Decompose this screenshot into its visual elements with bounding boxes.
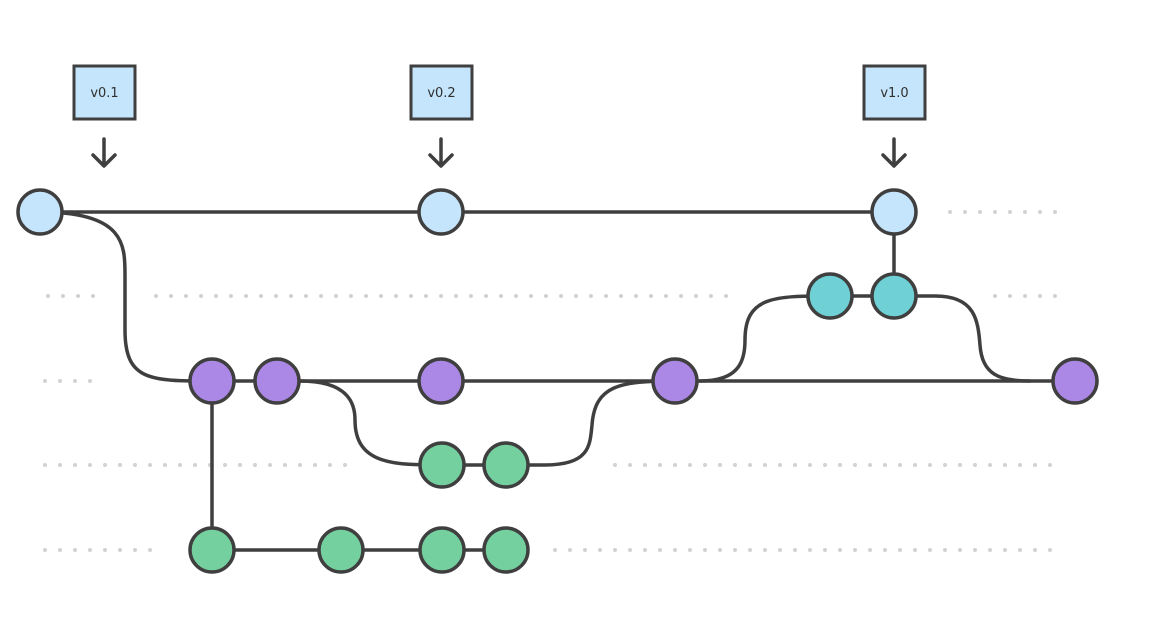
feature1-commit-1 <box>418 441 466 489</box>
tag-box <box>862 64 927 121</box>
develop-commit-2 <box>253 357 301 405</box>
master-commit-1 <box>16 188 64 236</box>
feature2-commit-1 <box>188 526 236 574</box>
develop-commit-1 <box>188 357 236 405</box>
master-commit-3 <box>870 188 918 236</box>
tag-v0-2: v0.2 <box>409 64 474 168</box>
feature1-merge-into-develop <box>504 379 677 467</box>
arrow-down-icon <box>428 137 454 168</box>
feature1-branch-off-develop <box>298 379 444 467</box>
tag-label: v0.1 <box>90 86 118 101</box>
hotfix-merge-into-develop <box>892 294 1032 383</box>
develop-commit-4 <box>651 357 699 405</box>
tag-label: v1.0 <box>880 86 908 101</box>
tag-v0-1: v0.1 <box>72 64 137 168</box>
master-commit-2 <box>417 188 465 236</box>
tag-box <box>72 64 137 121</box>
hotfix-commit-1 <box>806 272 854 320</box>
feature1-commit-2 <box>482 441 530 489</box>
develop-branch-off-master <box>38 210 214 383</box>
lane-guides <box>43 210 1062 552</box>
develop-commit-5 <box>1051 357 1099 405</box>
tag-box <box>409 64 474 121</box>
feature2-commit-4 <box>482 526 530 574</box>
tag-v1-0: v1.0 <box>862 64 927 168</box>
develop-commit-3 <box>417 357 465 405</box>
hotfix-branch-off-develop <box>698 294 832 383</box>
commit-nodes <box>16 188 1099 574</box>
arrow-down-icon <box>91 137 117 168</box>
feature2-commit-2 <box>317 526 365 574</box>
arrow-down-icon <box>881 137 907 168</box>
hotfix-commit-2 <box>870 272 918 320</box>
feature2-commit-3 <box>418 526 466 574</box>
tag-label: v0.2 <box>427 86 455 101</box>
